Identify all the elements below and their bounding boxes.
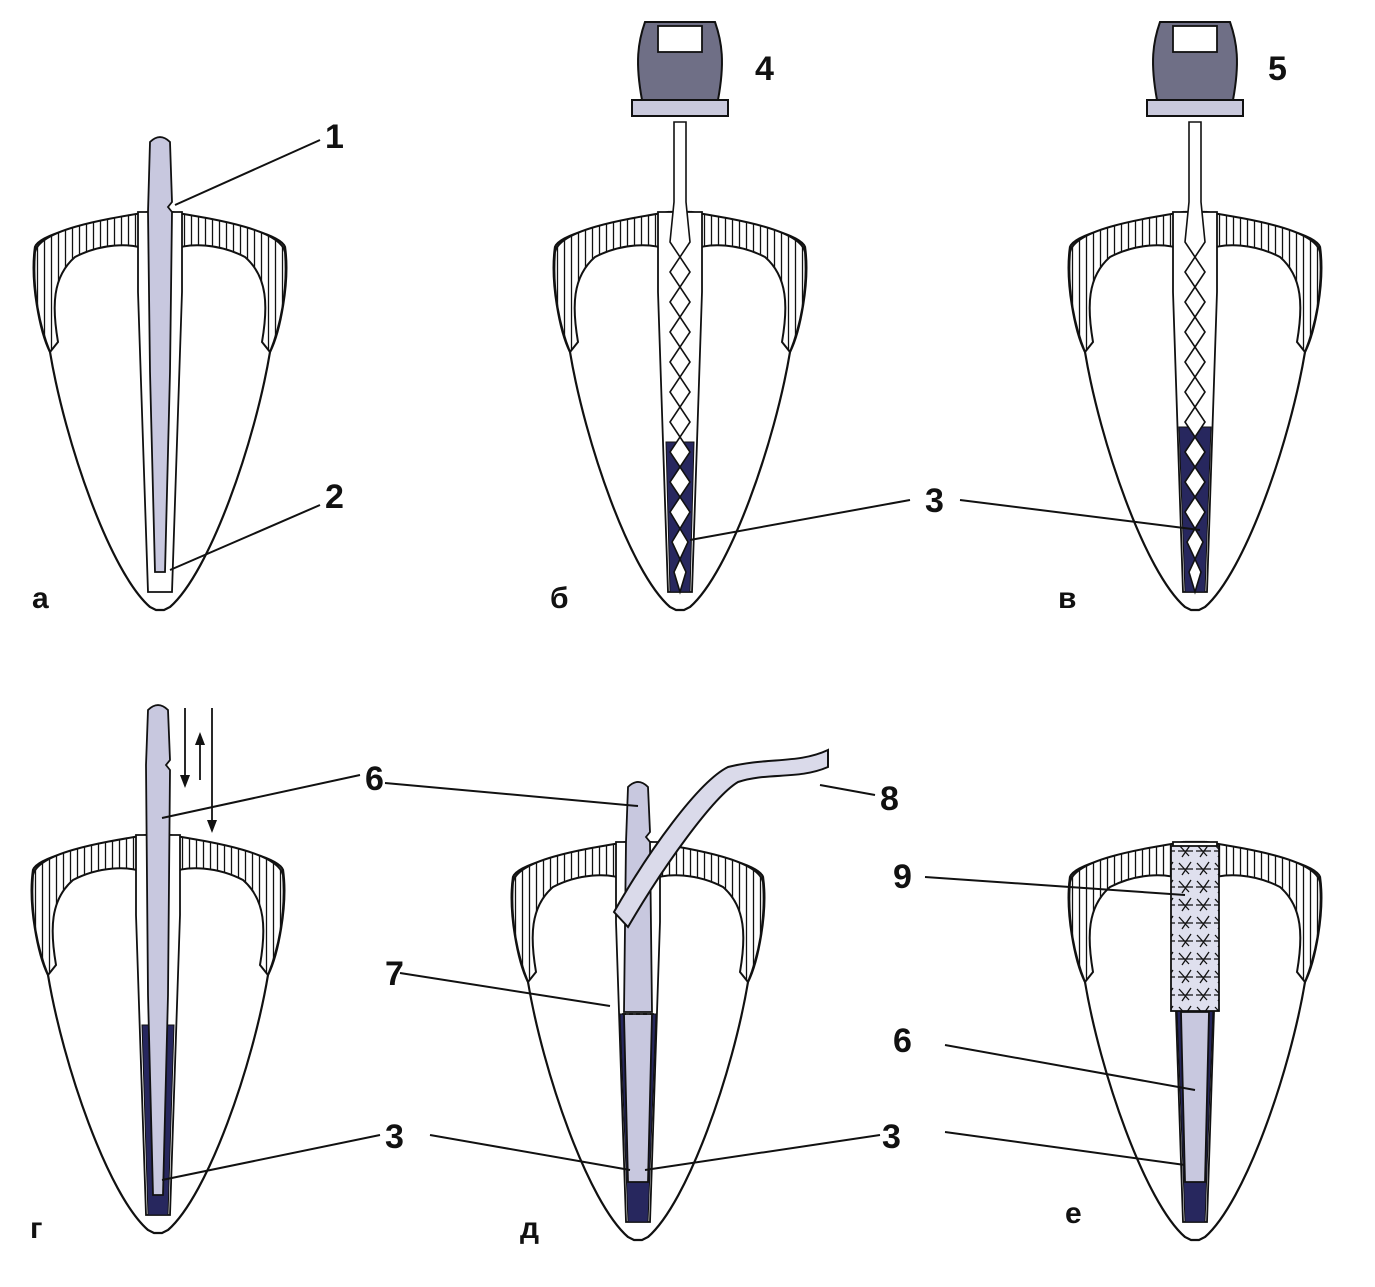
panel-v bbox=[1067, 21, 1323, 612]
callout-6-e: 6 bbox=[893, 1022, 912, 1060]
callout-8: 8 bbox=[880, 780, 899, 818]
panel-letter-g: г bbox=[30, 1212, 43, 1245]
callout-4: 4 bbox=[755, 50, 774, 88]
panel-letter-a: а bbox=[32, 582, 49, 615]
panel-b bbox=[552, 21, 808, 612]
panel-letter-d: д bbox=[520, 1212, 539, 1245]
panel-letter-v: в bbox=[1058, 582, 1076, 615]
callout-3-g: 3 bbox=[385, 1118, 404, 1156]
callout-1: 1 bbox=[325, 118, 344, 156]
callout-2: 2 bbox=[325, 478, 344, 516]
callout-9: 9 bbox=[893, 858, 912, 896]
panel-a bbox=[32, 136, 288, 612]
panel-letter-b: б bbox=[550, 582, 569, 615]
panel-g bbox=[30, 704, 286, 1235]
callout-3-b: 3 bbox=[925, 482, 944, 520]
callout-6-g: 6 bbox=[365, 760, 384, 798]
callout-3-d: 3 bbox=[882, 1118, 901, 1156]
callout-5: 5 bbox=[1268, 50, 1287, 88]
insertion-arrows bbox=[180, 708, 217, 833]
panel-letter-e: е bbox=[1065, 1197, 1082, 1230]
panel-e bbox=[1067, 840, 1323, 1242]
callout-7: 7 bbox=[385, 955, 404, 993]
